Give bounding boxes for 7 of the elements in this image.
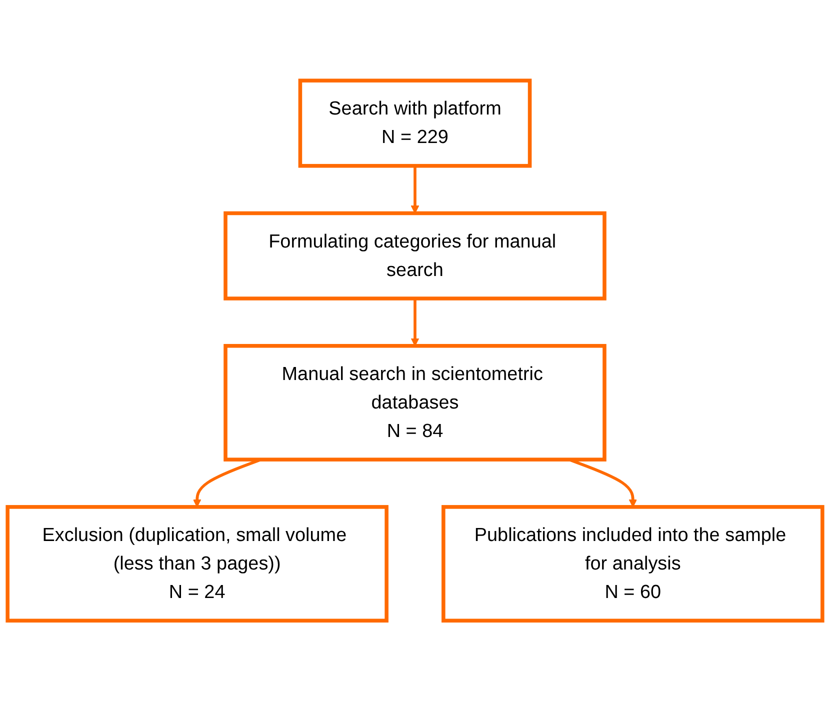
node-box: Publications included into the sample for analysis N = 60 [442,505,824,623]
node-box: Search with platform N = 229 [298,79,532,168]
node-box: Formulating categories for manual search [224,212,606,301]
node-box: Exclusion (duplication, small volume (less than 3 pages)) N = 24 [6,505,388,623]
node-box: Manual search in scientometric databases N = 84 [224,344,606,462]
arrow [410,166,420,214]
arrow [410,298,420,347]
